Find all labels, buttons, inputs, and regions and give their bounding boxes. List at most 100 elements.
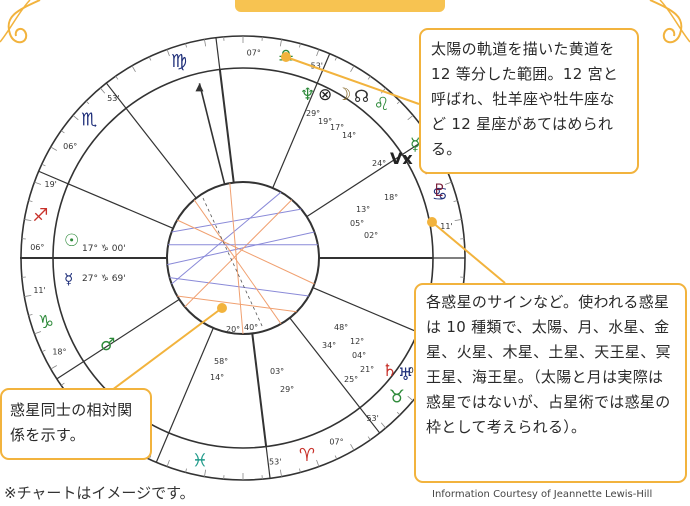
degree-tick [204, 469, 207, 477]
house-cusp [272, 82, 318, 189]
connector-dot [427, 217, 437, 227]
footnote: ※チャートはイメージです。 [4, 484, 195, 502]
planet-glyph: ☿ [410, 135, 420, 155]
degree-tick [115, 75, 119, 80]
connector-dot [281, 52, 291, 62]
degree-tick [34, 181, 42, 185]
sun-position: 17° ♑ 00' [82, 244, 126, 254]
position-label: 14° [210, 373, 224, 382]
sign-minute-label: 11' [33, 286, 45, 295]
credit-line: Information Courtesy of Jeannette Lewis-… [432, 489, 653, 500]
degree-tick [50, 365, 58, 370]
degree-tick [444, 181, 452, 185]
callout-aspects: 惑星同士の相対関係を示す。 [0, 388, 152, 460]
degree-tick [380, 422, 387, 429]
midheaven-arrow [195, 83, 204, 92]
mercury-position: 27° ♑ 69' [82, 274, 126, 284]
degree-tick [34, 331, 42, 335]
aspect-lines [167, 183, 318, 335]
aspect-line [177, 295, 297, 313]
sign-minute-label: 53' [366, 414, 378, 423]
position-label: 24° [372, 159, 386, 168]
zodiac-sign-glyph: ♏ [81, 109, 97, 130]
degree-tick [24, 294, 32, 297]
degree-tick [28, 200, 33, 202]
sign-divider [265, 446, 271, 479]
sign-divider [316, 53, 331, 84]
degree-tick [99, 87, 106, 94]
degree-tick [166, 459, 170, 467]
zodiac-sign-glyphs: ♎07°53'♍♏06°53'♐06°19'♑18°11'♒♓♈07°53'♉0… [30, 46, 453, 472]
sign-divider [215, 37, 221, 70]
degree-tick [396, 411, 401, 416]
degree-tick [24, 219, 32, 222]
degree-tick [60, 130, 65, 134]
degree-tick [148, 56, 152, 61]
degree-tick [367, 436, 371, 441]
aspect-line [171, 191, 282, 285]
degree-tick [316, 459, 320, 467]
planet-glyph: ☊ [354, 87, 369, 107]
position-label: 21° [360, 365, 374, 374]
aspect-line [193, 199, 282, 325]
zodiac-sign-glyph: ♑ [38, 312, 54, 333]
degree-tick [72, 114, 79, 121]
aspect-line [184, 199, 293, 308]
sign-degree-label: 07° [329, 438, 343, 447]
mercury-glyph: ☿ [64, 270, 73, 288]
degree-tick [279, 39, 282, 47]
house-cusp [83, 298, 180, 362]
position-label: 05° [350, 219, 364, 228]
house-cusp [312, 287, 419, 333]
zodiac-sign-glyph: ♐ [32, 205, 48, 226]
connector-dot [217, 303, 227, 313]
sign-minute-label: 53' [311, 62, 323, 71]
planet-glyph: ♇ [432, 181, 447, 201]
planet-glyph: ☽ [336, 85, 351, 105]
aspect-line [176, 219, 315, 285]
connector-line [103, 307, 223, 397]
planet-glyph: ⊗ [318, 85, 332, 105]
sign-divider [105, 82, 127, 109]
degree-tick [299, 468, 301, 473]
connector-line [431, 221, 506, 284]
degree-tick [41, 349, 46, 353]
degree-tick [60, 382, 65, 386]
zodiac-sign-glyph: ♉ [389, 387, 405, 408]
degree-tick [316, 49, 320, 57]
wheel-rings [20, 35, 466, 481]
position-label: 14° [342, 131, 356, 140]
position-label: 58° [214, 357, 228, 366]
house-cusp [251, 333, 268, 447]
house-cusp [289, 317, 361, 409]
zodiac-sign-glyph: ♌ [373, 94, 389, 115]
scroll-ornament-right [649, 0, 690, 44]
degree-tick [350, 443, 355, 451]
aspect-line [229, 183, 244, 335]
house-cusp [125, 107, 197, 199]
degree-tick [367, 75, 371, 80]
scroll-ornament-left [0, 0, 41, 44]
position-label: 03° [270, 367, 284, 376]
position-label: 02° [364, 231, 378, 240]
position-label: 18° [384, 193, 398, 202]
zodiac-sign-glyph: ♋ [432, 184, 448, 205]
zodiac-sign-glyph: ♈ [299, 445, 315, 466]
position-label: 17° [330, 123, 344, 132]
planet-glyph: ♆ [300, 85, 315, 105]
sign-minute-label: 53' [107, 94, 119, 103]
position-label: 04° [352, 351, 366, 360]
callout-zodiac-signs: 太陽の軌道を描いた黄道を 12 等分した範囲。12 宮と呼ばれ、牡羊座や牡牛座な… [419, 28, 639, 174]
degree-tick [454, 219, 462, 222]
degree-tick [50, 146, 58, 151]
position-label: 34° [322, 341, 336, 350]
sign-degree-label: 06° [30, 243, 44, 252]
degree-tick [334, 56, 338, 61]
position-label: 12° [350, 337, 364, 346]
sign-degree-label: 07° [247, 48, 261, 57]
degree-tick [131, 65, 136, 73]
planet-glyph: ♂ [100, 335, 115, 355]
vertex-label: Vx [390, 149, 413, 168]
position-label: 48° [334, 323, 348, 332]
